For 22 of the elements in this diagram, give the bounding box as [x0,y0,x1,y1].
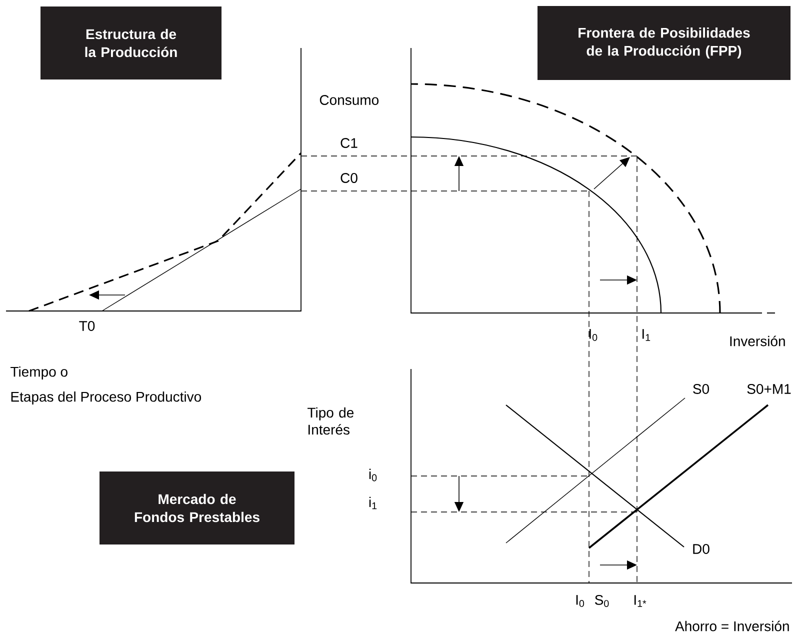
tick-label: T0 [79,321,95,331]
curve-label: C1 [340,138,358,148]
axis-label: Etapas del Proceso Productivo [11,391,202,405]
tick-label: i$_{1}$ [369,496,377,510]
title-box: Estructura de la Producción [40,6,222,80]
tick-label: i$_{0}$ [369,468,377,482]
title-box: Frontera de Posibilidades de la Producción (FPP) [538,6,790,80]
curve-label: C0 [340,173,358,183]
axis-label: Consumo [320,95,379,105]
tick-label: I$_{1}$ [642,329,650,341]
tick-label: I$_{1*}$ [634,595,646,607]
curve-label: S0+M1 [747,384,791,394]
curve-label: D0 [693,544,710,554]
curve-label: S0 [693,384,710,394]
axis-label: Inversión [730,336,785,346]
axis-label: Tiempo o [10,366,68,380]
tick-label: S$_{0}$ [595,594,609,607]
axis-label: Ahorro = Inversión [675,620,789,632]
title-box: Mercado de Fondos Prestables [100,472,294,544]
tick-label: I$_{0}$ [590,329,598,341]
tick-label: I$_{0}$ [576,595,584,607]
axis-label: Tipo de Interés [308,407,354,435]
